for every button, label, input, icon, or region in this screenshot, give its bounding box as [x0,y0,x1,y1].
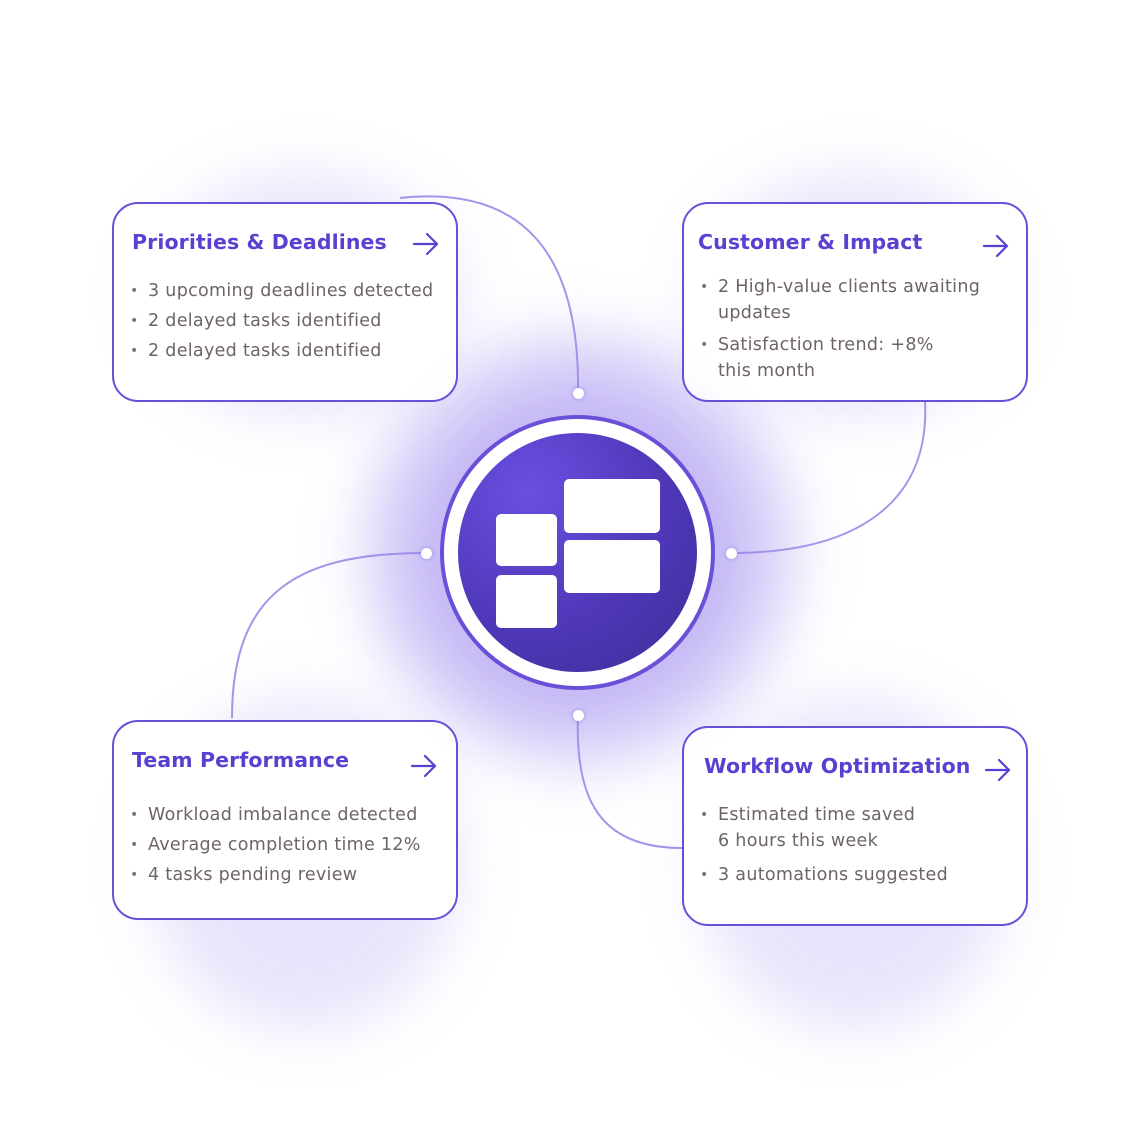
bullet-list: Workload imbalance detected Average comp… [130,802,421,892]
connector-top-left [399,195,580,394]
card-title: Customer & Impact [698,230,923,254]
list-item: 4 tasks pending review [130,862,421,888]
connector-dot-bottom [573,710,584,721]
card-team-performance[interactable]: Team Performance Workload imbalance dete… [112,720,458,920]
connector-bottom-left [231,552,427,719]
card-title: Workflow Optimization [704,754,971,778]
list-item: Estimated time saved [700,802,948,828]
list-item-continuation: updates [718,303,791,323]
list-item: Average completion time 12% [130,832,421,858]
connector-dot-right [726,548,737,559]
tile-wide-top [564,479,660,533]
list-item-continuation: this month [718,361,816,381]
arrow-right-icon[interactable] [984,758,1012,782]
bullet-list: 3 upcoming deadlines detected 2 delayed … [130,278,433,368]
connector-dot-left [421,548,432,559]
arrow-right-icon[interactable] [410,754,438,778]
list-item-continuation: 6 hours this week [718,831,879,851]
card-workflow-optimization[interactable]: Workflow Optimization Estimated time sav… [682,726,1028,926]
tile-small-top [496,514,557,566]
card-customer-impact[interactable]: Customer & Impact 2 High-value clients a… [682,202,1028,402]
connector-bottom-right [576,715,683,849]
connector-dot-top [573,388,584,399]
list-item: Satisfaction trend: +8% [700,332,980,358]
list-item: Workload imbalance detected [130,802,421,828]
list-item: 2 delayed tasks identified [130,308,433,334]
bullet-list: Estimated time saved 6 hours this week 3… [700,802,948,892]
card-priorities-deadlines[interactable]: Priorities & Deadlines 3 upcoming deadli… [112,202,458,402]
list-item: 3 upcoming deadlines detected [130,278,433,304]
list-item: 2 delayed tasks identified [130,338,433,364]
list-item: 3 automations suggested [700,862,948,888]
card-title: Priorities & Deadlines [132,230,387,254]
bullet-list: 2 High-value clients awaiting updates Sa… [700,274,980,388]
connector-top-right [730,401,927,554]
tile-wide-bottom [564,540,660,593]
list-item: 2 High-value clients awaiting [700,274,980,300]
arrow-right-icon[interactable] [412,232,440,256]
card-title: Team Performance [132,748,350,772]
arrow-right-icon[interactable] [982,234,1010,258]
hub-button[interactable] [458,433,697,672]
tile-small-bottom [496,575,557,628]
